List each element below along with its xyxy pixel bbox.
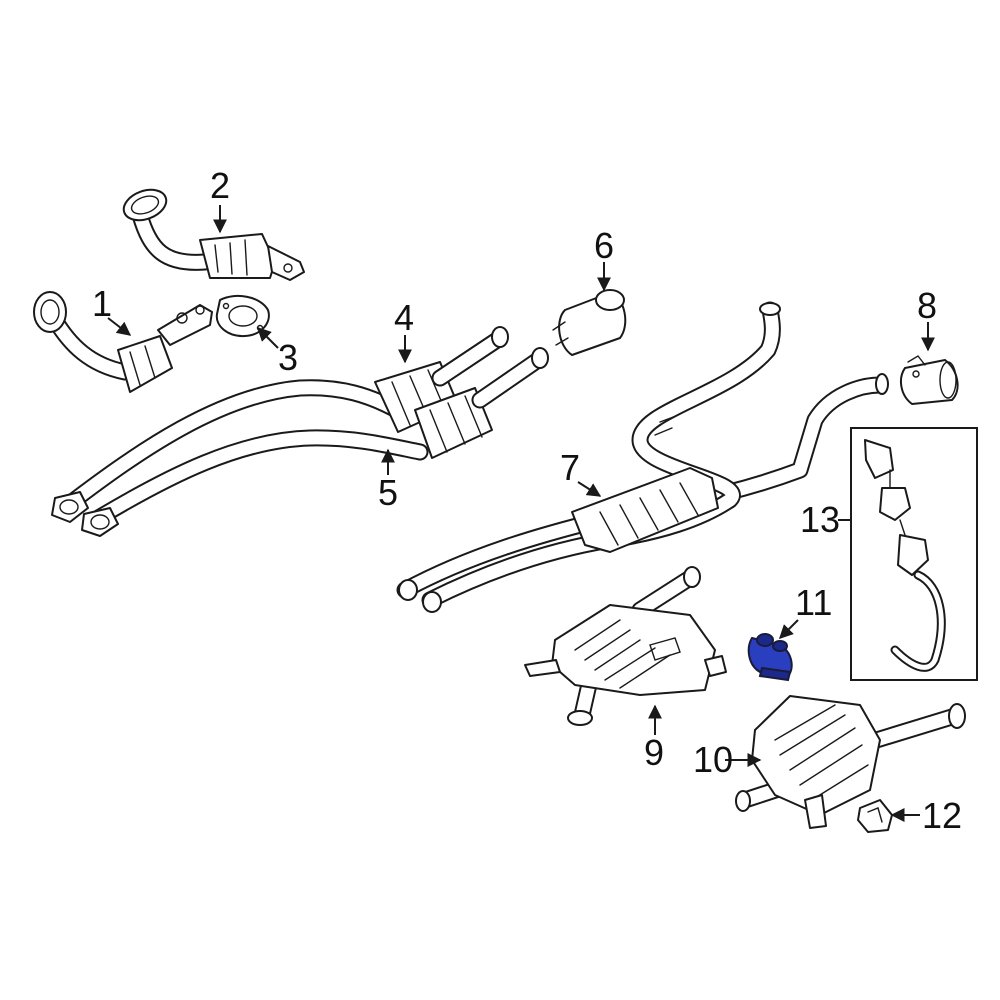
part-12-bracket[interactable]	[857, 799, 893, 833]
part-8-clamp[interactable]	[899, 355, 959, 405]
callout-7: 7	[560, 447, 580, 488]
part-11-clamp-highlighted[interactable]	[747, 633, 793, 682]
part-1-downpipe-converter[interactable]	[33, 291, 213, 393]
callout-9: 9	[644, 732, 664, 773]
part-2-downpipe-converter[interactable]	[120, 184, 305, 281]
part-13-inset-frame	[850, 427, 978, 681]
part-6-resonator[interactable]	[552, 289, 627, 356]
part-13-hanger-assembly[interactable]	[864, 439, 946, 672]
callout-4: 4	[394, 297, 414, 338]
part-9-rear-muffler[interactable]	[524, 566, 727, 726]
callout-1: 1	[92, 283, 112, 324]
part-10-rear-muffler[interactable]	[735, 695, 966, 829]
part-7-center-muffler[interactable]	[396, 301, 889, 613]
callout-10: 10	[693, 739, 733, 780]
part-4-catalytic-converter[interactable]	[374, 326, 549, 459]
callout-2: 2	[210, 165, 230, 206]
callout-12: 12	[922, 795, 962, 836]
callout-13: 13	[800, 499, 840, 540]
callout-3: 3	[278, 337, 298, 378]
leader-lines	[107, 205, 935, 822]
part-5-front-pipe[interactable]	[51, 379, 429, 537]
callout-8: 8	[917, 285, 937, 326]
callout-6: 6	[594, 225, 614, 266]
callout-5: 5	[378, 472, 398, 513]
callout-11: 11	[795, 582, 832, 623]
